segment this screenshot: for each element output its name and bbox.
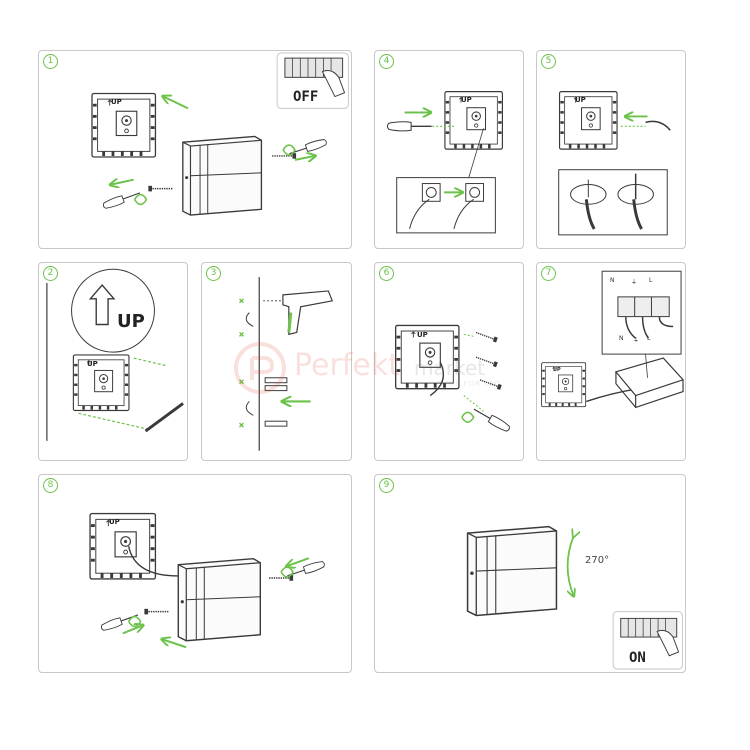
up-label: UP [553,367,561,373]
lamp-box-icon [468,527,557,616]
terminal-label-bottom-n: N [619,335,624,342]
step-7-panel: 7 N ⏚ L N ⏚ L UP [536,262,686,461]
step-4-illustration [375,51,523,248]
step-7-illustration [537,263,685,460]
up-label: UP [111,98,122,106]
rotate-arrow-icon [568,536,574,595]
step-8-panel: 8 UP [38,474,352,673]
step-3-panel: 3 [201,262,352,461]
rotation-label: 270° [585,555,609,566]
terminal-label-top-ground: ⏚ [631,277,637,286]
step-5-illustration [537,51,685,248]
pencil-icon [146,403,183,431]
terminal-label-bottom-l: L [647,335,650,342]
step-3-illustration [202,263,351,460]
step-5-panel: 5 UP [536,50,686,249]
step-4-panel: 4 UP [374,50,524,249]
step-9-panel: 9 270° ON [374,474,686,673]
step-2-panel: 2 UP UP [38,262,188,461]
step-9-illustration [375,475,685,672]
step-6-panel: 6 UP [374,262,524,461]
terminal-label-bottom-ground: ⏚ [633,335,639,344]
up-label: UP [461,96,472,104]
wall-plate-icon [92,94,155,157]
up-label: UP [109,518,120,526]
big-up-label: UP [117,311,145,332]
up-label: UP [575,96,586,104]
step-1-panel: 1 UP OFF [38,50,352,249]
breaker-switch-icon [615,615,680,666]
terminal-label-top-n: N [610,277,615,284]
on-label: ON [629,650,646,666]
lamp-box-icon [183,136,262,215]
terminal-label-top-l: L [649,277,652,284]
step-2-illustration [39,263,187,460]
step-1-illustration [39,51,351,248]
off-label: OFF [293,89,318,105]
step-8-illustration [39,475,351,672]
cable-icon [646,121,671,130]
arrow-icon [163,97,188,109]
step-6-illustration [375,263,523,460]
screw-icon [148,186,172,192]
rotate-arrow-icon [283,145,295,155]
up-label: UP [87,360,98,368]
up-label: UP [417,331,428,339]
